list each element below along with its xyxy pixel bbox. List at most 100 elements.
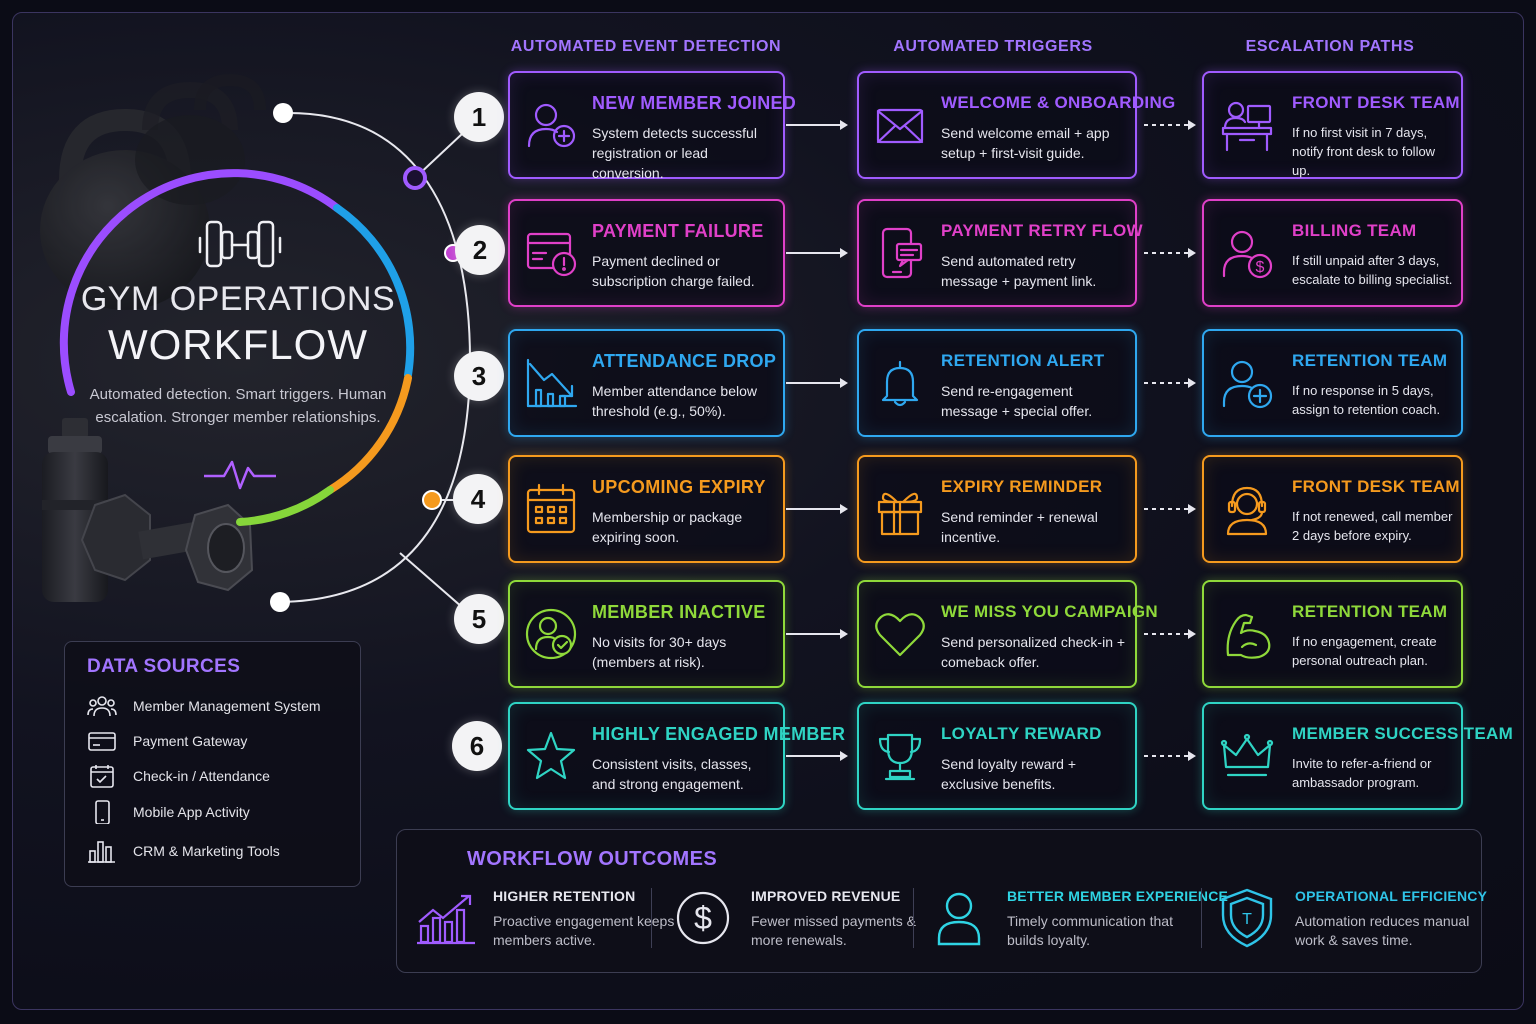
title-block: GYM OPERATIONS WORKFLOW Automated detect… (78, 280, 398, 429)
event-title: MEMBER INACTIVE (592, 602, 766, 622)
escalation-desc: If still unpaid after 3 days, escalate t… (1292, 253, 1453, 287)
column-header-detection: AUTOMATED EVENT DETECTION (510, 38, 782, 55)
trigger-title: WELCOME & ONBOARDING (941, 93, 1176, 112)
event-desc: No visits for 30+ days (members at risk)… (592, 634, 727, 670)
data-source-label: Check-in / Attendance (133, 768, 270, 784)
dumbbell-icon (198, 220, 282, 268)
column-header-escalation: ESCALATION PATHS (1245, 38, 1415, 55)
event-card: MEMBER INACTIVE No visits for 30+ days (m… (508, 580, 785, 688)
trigger-title: LOYALTY REWARD (941, 724, 1102, 743)
escalation-title: RETENTION TEAM (1292, 351, 1448, 370)
title-line-2: WORKFLOW (108, 321, 368, 368)
step-number: 2 (455, 225, 505, 275)
step-number: 3 (454, 351, 504, 401)
event-title: ATTENDANCE DROP (592, 351, 777, 371)
trigger-desc: Send reminder + renewal incentive. (941, 509, 1098, 545)
growth-chart-icon (417, 894, 475, 945)
arrow-icon (786, 629, 848, 639)
subtitle: Automated detection. Smart triggers. Hum… (89, 386, 387, 426)
data-source-item: Member Management System (87, 694, 321, 718)
trigger-title: PAYMENT RETRY FLOW (941, 221, 1143, 240)
users-icon (87, 696, 117, 717)
arrow-icon (786, 378, 848, 388)
escalation-title: RETENTION TEAM (1292, 602, 1448, 621)
trigger-desc: Send welcome email + app setup + first-v… (941, 125, 1110, 161)
user-dollar-icon: $ (1222, 230, 1273, 279)
star-icon (526, 731, 576, 780)
svg-text:T: T (1242, 911, 1252, 928)
step-number: 4 (453, 474, 503, 524)
trigger-card: WELCOME & ONBOARDING Send welcome email +… (857, 71, 1175, 179)
trigger-title: WE MISS YOU CAMPAIGN (941, 602, 1158, 621)
event-desc: Consistent visits, classes, and strong e… (592, 756, 752, 792)
user-check-icon (525, 608, 577, 660)
event-title: HIGHLY ENGAGED MEMBER (592, 724, 846, 744)
trigger-title: RETENTION ALERT (941, 351, 1105, 370)
event-desc: Payment declined or subscription charge … (592, 253, 755, 289)
outcome-title: HIGHER RETENTION (493, 888, 636, 904)
outcome-desc: Automation reduces manual work & saves t… (1295, 913, 1470, 948)
svg-text:$: $ (694, 900, 712, 936)
gift-icon (877, 492, 923, 536)
escalation-title: MEMBER SUCCESS TEAM (1292, 724, 1514, 743)
step-number: 5 (454, 594, 504, 644)
column-header-triggers: AUTOMATED TRIGGERS (893, 38, 1093, 55)
outcome-title: BETTER MEMBER EXPERIENCE (1007, 888, 1229, 904)
data-source-item: Check-in / Attendance (87, 764, 270, 788)
arrow-icon (786, 120, 848, 130)
dashed-arrow-icon (1144, 378, 1196, 388)
outcome-divider (1201, 888, 1202, 948)
arrow-icon (786, 248, 848, 258)
trigger-card: PAYMENT RETRY FLOW Send automated retry m… (857, 199, 1143, 307)
data-source-label: Mobile App Activity (133, 804, 250, 820)
data-sources-panel: DATA SOURCES Member Management System Pa… (64, 641, 361, 887)
escalation-card: FRONT DESK TEAM If not renewed, call memb… (1202, 455, 1463, 563)
event-desc: System detects successful registration o… (592, 125, 757, 181)
event-card: HIGHLY ENGAGED MEMBER Consistent visits, … (508, 702, 845, 810)
card-alert-icon (526, 232, 577, 277)
dashed-arrow-icon (1144, 504, 1196, 514)
data-source-label: Member Management System (133, 698, 321, 714)
chart-down-icon (526, 358, 578, 408)
escalation-desc: If not renewed, call member 2 days befor… (1292, 509, 1453, 543)
dollar-circle-icon: $ (676, 891, 730, 945)
trigger-desc: Send automated retry message + payment l… (941, 253, 1097, 289)
data-source-item: Mobile App Activity (87, 800, 250, 824)
title-line-1: GYM OPERATIONS (80, 280, 396, 318)
step-number: 6 (452, 721, 502, 771)
left-decoration (40, 73, 415, 602)
envelope-icon (876, 108, 924, 144)
heart-icon (875, 613, 925, 657)
escalation-desc: If no engagement, create personal outrea… (1292, 634, 1437, 668)
dashed-arrow-icon (1144, 629, 1196, 639)
data-sources-title: DATA SOURCES (87, 656, 241, 677)
dumbbell-image (80, 493, 254, 592)
escalation-title: FRONT DESK TEAM (1292, 477, 1460, 496)
phone-message-icon (881, 227, 923, 279)
trigger-desc: Send personalized check-in + comeback of… (941, 634, 1126, 670)
step-number: 1 (454, 92, 504, 142)
trigger-card: WE MISS YOU CAMPAIGN Send personalized ch… (857, 580, 1158, 688)
bar-chart-icon (88, 841, 115, 863)
bell-icon (881, 360, 919, 407)
data-source-item: CRM & Marketing Tools (87, 839, 280, 863)
escalation-card: RETENTION TEAM If no engagement, create p… (1202, 580, 1463, 688)
escalation-desc: If no first visit in 7 days, notify fron… (1292, 125, 1436, 178)
headset-icon (1226, 486, 1268, 536)
water-bottle-image (42, 418, 108, 602)
outcome-divider (651, 888, 652, 948)
arrow-icon (786, 504, 848, 514)
dashed-arrow-icon (1144, 751, 1196, 761)
muscle-icon (1226, 613, 1271, 659)
